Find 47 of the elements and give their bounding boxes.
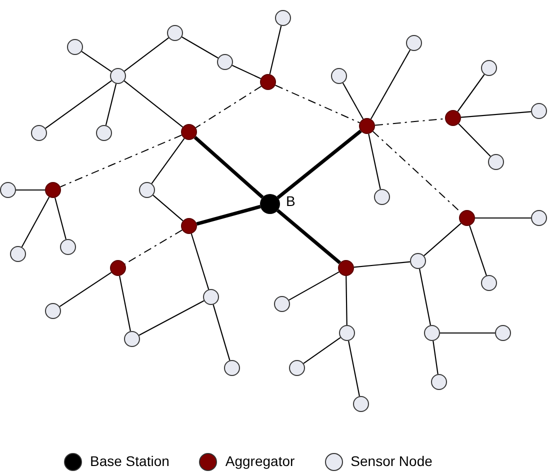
- legend-label: Sensor Node: [350, 452, 432, 471]
- connector-line: [190, 233, 210, 290]
- legend-label: Aggregator: [225, 452, 295, 471]
- connector-line: [212, 304, 230, 360]
- connector-line: [432, 340, 438, 374]
- connector-line: [196, 204, 261, 226]
- connector-line: [124, 37, 169, 72]
- connector-line: [458, 123, 491, 157]
- connector-line: [182, 36, 218, 58]
- connector-line: [348, 340, 360, 396]
- connector-line: [274, 84, 360, 124]
- connector-line: [152, 194, 184, 222]
- connector-line: [457, 74, 485, 112]
- connector-line: [138, 300, 204, 336]
- connector-line: [232, 64, 261, 80]
- connector-line: [105, 84, 117, 126]
- connector-line: [354, 261, 410, 268]
- connector-line: [194, 136, 264, 199]
- connector-line: [303, 337, 341, 364]
- connector-line: [418, 268, 432, 326]
- connector-line: [81, 51, 112, 72]
- connector-line: [368, 134, 381, 190]
- connector-line: [195, 86, 262, 128]
- node-label: B: [286, 194, 296, 208]
- connector-line: [342, 82, 364, 120]
- connector-line: [16, 189, 45, 191]
- connector-line: [370, 50, 411, 120]
- connector-line: [124, 80, 184, 128]
- connector-line: [60, 134, 182, 188]
- connector-line: [276, 209, 341, 264]
- connector-line: [440, 332, 495, 334]
- connector-line: [54, 198, 66, 240]
- legend-label: Base Station: [90, 452, 170, 471]
- connector-line: [460, 111, 532, 118]
- connector-line: [119, 276, 131, 332]
- connector-line: [59, 272, 112, 308]
- connector-line: [276, 130, 362, 200]
- connector-line: [45, 80, 112, 129]
- connector-line: [469, 225, 487, 276]
- connector-line: [424, 222, 462, 256]
- connector-line: [288, 271, 340, 301]
- connector-line: [21, 196, 50, 248]
- connector-line: [151, 138, 185, 184]
- connector-line: [346, 276, 348, 325]
- connector-line: [124, 230, 183, 264]
- connector-line: [475, 217, 531, 219]
- connector-line: [269, 26, 282, 74]
